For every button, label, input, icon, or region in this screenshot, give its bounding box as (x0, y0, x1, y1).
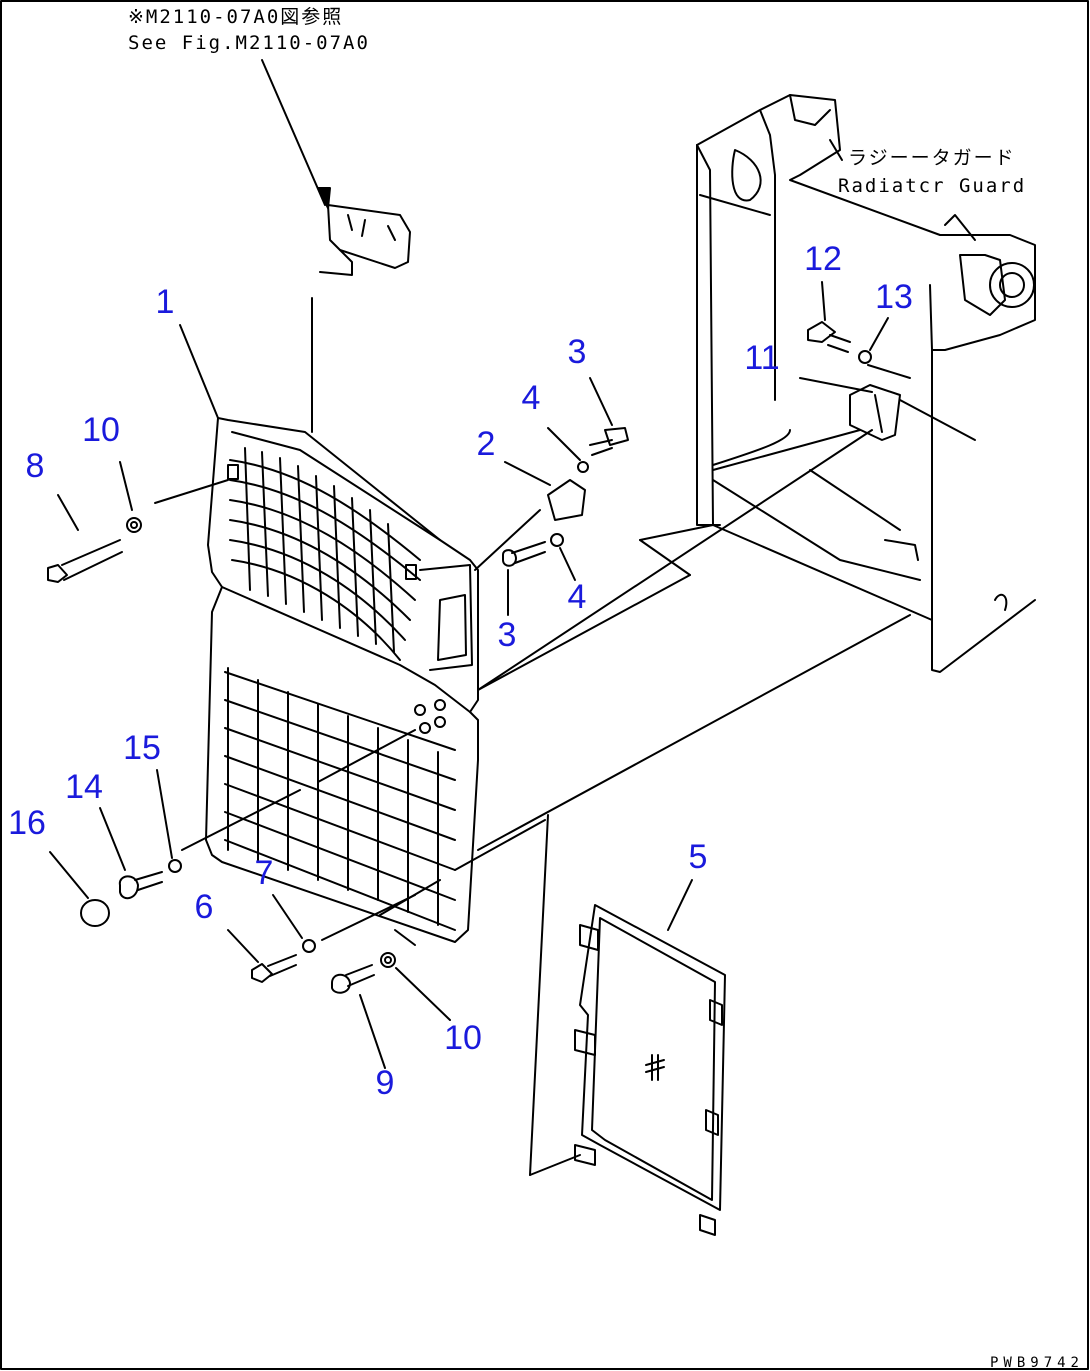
callout-leaders (49, 139, 889, 1069)
callout-4-top: 4 (521, 379, 541, 417)
callout-9: 9 (375, 1064, 395, 1102)
front-grille-panel (205, 417, 479, 943)
callout-6: 6 (194, 888, 214, 926)
callout-13: 13 (875, 278, 913, 316)
callout-7: 7 (254, 854, 274, 892)
callout-8: 8 (25, 447, 45, 485)
callout-10-top: 10 (82, 411, 120, 449)
radiator-guard-label-en: Radiatcr Guard (838, 175, 1027, 197)
callout-2: 2 (476, 425, 496, 463)
reference-note-en: See Fig.M2110-07A0 (128, 32, 370, 54)
radiator-guard (696, 94, 1036, 673)
drawing-code: PWB9742 (989, 1355, 1084, 1371)
callout-10-bottom: 10 (444, 1019, 482, 1057)
callout-11: 11 (744, 339, 780, 377)
reference-bracket (261, 59, 411, 433)
fasteners (47, 321, 901, 994)
callout-1: 1 (155, 283, 175, 321)
reference-note-ja: ※M2110-07A0図参照 (128, 6, 344, 28)
callout-15: 15 (123, 729, 161, 767)
callout-4-bottom: 4 (567, 578, 587, 616)
cover-plate (574, 904, 726, 1236)
callout-12: 12 (804, 240, 842, 278)
assembly-lines (154, 364, 976, 1176)
callout-5: 5 (688, 838, 708, 876)
radiator-guard-label-ja: ラジーータガード (848, 147, 1016, 169)
callout-14: 14 (65, 768, 103, 806)
callout-3-top: 3 (567, 333, 587, 371)
callout-3-bottom: 3 (497, 616, 517, 654)
callout-16: 16 (8, 804, 46, 842)
